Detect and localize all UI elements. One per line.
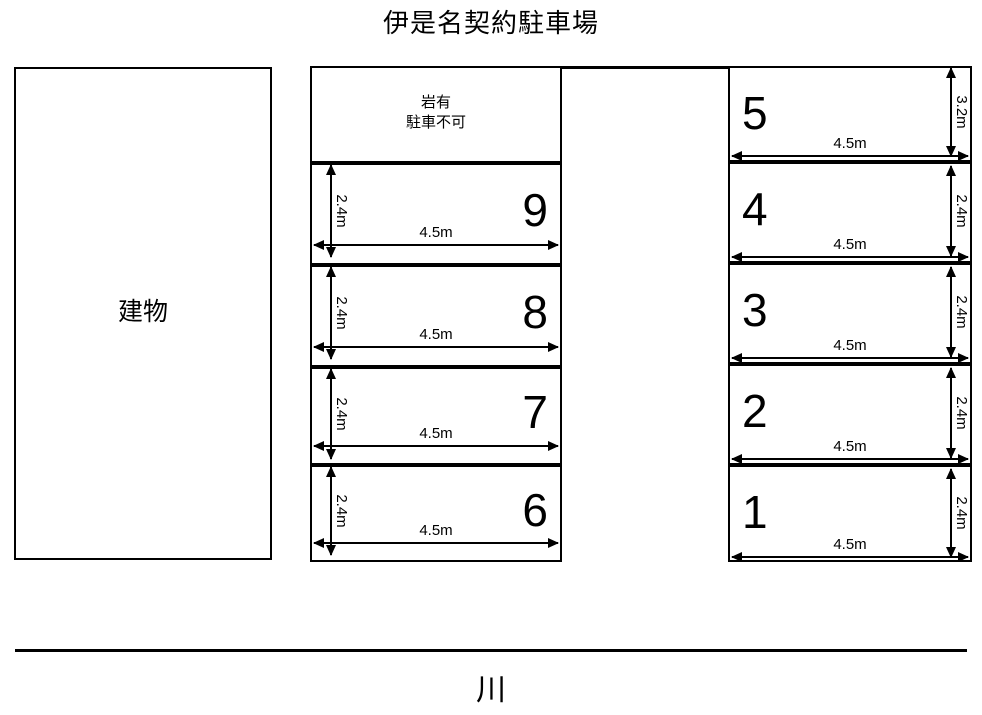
river-label: 川 bbox=[476, 674, 506, 707]
right-cell-space-1[interactable]: 1 bbox=[728, 465, 972, 562]
building-block: 建物 bbox=[14, 67, 272, 560]
dim-width-space-9-label: 4.5m bbox=[419, 224, 453, 241]
dim-width-space-6: 4.5m bbox=[313, 522, 559, 548]
dim-height-space-8: 2.4m bbox=[326, 266, 350, 360]
dim-height-space-8-label: 2.4m bbox=[333, 296, 350, 330]
right-parking-column: 5 4 3 2 1 bbox=[728, 66, 972, 562]
middle-cell-space-6[interactable]: 6 bbox=[310, 465, 562, 562]
dim-width-space-3-label: 4.5m bbox=[833, 337, 867, 354]
space-6-number: 6 bbox=[522, 484, 548, 536]
dim-height-space-2-label: 2.4m bbox=[953, 396, 970, 430]
dim-width-space-1-label: 4.5m bbox=[833, 536, 867, 553]
dim-height-space-1: 2.4m bbox=[946, 468, 970, 558]
dim-width-space-2-label: 4.5m bbox=[833, 438, 867, 455]
dim-width-space-6-label: 4.5m bbox=[419, 522, 453, 539]
dim-height-space-3: 2.4m bbox=[946, 266, 970, 358]
page-title: 伊是名契約駐車場 bbox=[382, 8, 599, 38]
dim-width-space-7-label: 4.5m bbox=[419, 425, 453, 442]
middle-cell-space-9[interactable]: 9 bbox=[310, 163, 562, 265]
dim-width-space-1: 4.5m bbox=[731, 536, 969, 562]
dim-width-space-8-label: 4.5m bbox=[419, 326, 453, 343]
dim-width-space-7: 4.5m bbox=[313, 425, 559, 451]
dim-width-space-4-label: 4.5m bbox=[833, 236, 867, 253]
dim-height-space-6: 2.4m bbox=[326, 466, 350, 556]
dim-height-space-5: 3.2m bbox=[946, 67, 970, 157]
space-2-number: 2 bbox=[742, 385, 768, 437]
middle-cell-space-7[interactable]: 7 bbox=[310, 367, 562, 465]
rock-area-note: 岩有 駐車不可 bbox=[405, 94, 466, 131]
river-bank-line bbox=[15, 649, 967, 652]
space-5-number: 5 bbox=[742, 87, 768, 139]
middle-parking-column: 岩有 駐車不可 9 8 7 6 bbox=[310, 66, 562, 562]
dim-height-space-1-label: 2.4m bbox=[953, 496, 970, 530]
dim-height-space-2: 2.4m bbox=[946, 367, 970, 459]
dim-height-space-5-label: 3.2m bbox=[953, 95, 970, 129]
space-4-number: 4 bbox=[742, 183, 768, 235]
space-1-number: 1 bbox=[742, 486, 768, 538]
dim-width-space-3: 4.5m bbox=[731, 337, 969, 363]
right-cell-space-2[interactable]: 2 bbox=[728, 364, 972, 465]
right-cell-space-3[interactable]: 3 bbox=[728, 263, 972, 364]
dim-height-space-4-label: 2.4m bbox=[953, 194, 970, 228]
space-9-number: 9 bbox=[522, 184, 548, 236]
space-3-number: 3 bbox=[742, 284, 768, 336]
building-label: 建物 bbox=[117, 298, 168, 326]
dim-width-space-4: 4.5m bbox=[731, 236, 969, 262]
dim-height-space-3-label: 2.4m bbox=[953, 295, 970, 329]
dim-width-space-9: 4.5m bbox=[313, 224, 559, 250]
dim-width-space-2: 4.5m bbox=[731, 438, 969, 464]
space-7-number: 7 bbox=[522, 386, 548, 438]
dim-width-space-5: 4.5m bbox=[731, 135, 969, 161]
middle-cell-rock-area[interactable]: 岩有 駐車不可 bbox=[310, 66, 562, 163]
dim-height-space-4: 2.4m bbox=[946, 165, 970, 257]
right-cell-space-5[interactable]: 5 bbox=[728, 66, 972, 162]
dim-width-space-8: 4.5m bbox=[313, 326, 559, 352]
dim-height-space-7: 2.4m bbox=[326, 368, 350, 460]
middle-cell-space-8[interactable]: 8 bbox=[310, 265, 562, 367]
space-8-number: 8 bbox=[522, 286, 548, 338]
dim-height-space-9: 2.4m bbox=[326, 164, 350, 258]
dim-height-space-9-label: 2.4m bbox=[333, 194, 350, 228]
dim-width-space-5-label: 4.5m bbox=[833, 135, 867, 152]
right-cell-space-4[interactable]: 4 bbox=[728, 162, 972, 263]
